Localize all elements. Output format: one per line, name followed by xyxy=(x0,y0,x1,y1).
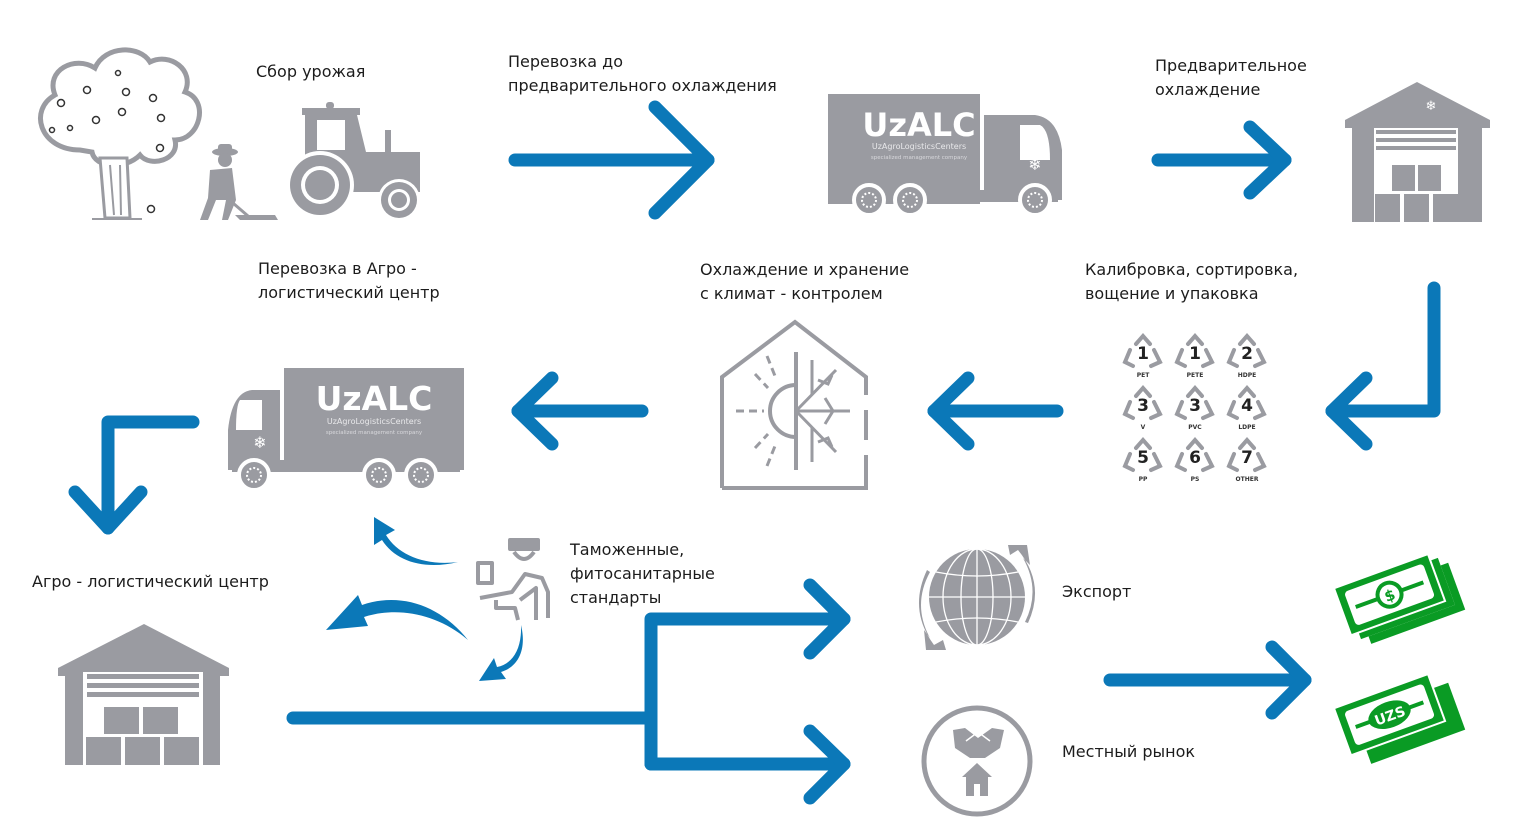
recycling-code: PETE xyxy=(1186,372,1204,379)
label-transport-precool: Перевозка до предварительного охлаждения xyxy=(508,52,777,95)
refrigerated-truck-icon: UzALC UzAgroLogisticsCenters specialized… xyxy=(228,368,464,492)
recycling-code: PS xyxy=(1190,476,1200,483)
label-precool: Предварительное охлаждение xyxy=(1155,56,1307,99)
recycling-number: 3 xyxy=(1189,396,1201,416)
arrow-elbow-down xyxy=(68,415,200,535)
label-customs: Таможенные, фитосанитарные стандарты xyxy=(570,540,715,607)
farmer-icon xyxy=(200,144,278,220)
label-local-market: Местный рынок xyxy=(1062,742,1196,761)
truck-brand: UzALC xyxy=(862,106,975,144)
recycling-number: 7 xyxy=(1241,448,1253,468)
truck-brand: UzALC xyxy=(316,379,433,418)
refrigerated-truck-icon: UzALC UzAgroLogisticsCenters specialized… xyxy=(828,94,1062,217)
fruit-tree-icon xyxy=(38,47,202,220)
arrow-elbow-down-left xyxy=(1325,281,1441,451)
recycling-code: LDPE xyxy=(1238,424,1256,431)
arrow-branch xyxy=(286,578,851,805)
usd-money-icon: $ xyxy=(1332,552,1466,644)
arrow-right-1 xyxy=(508,100,715,220)
recycling-number: 1 xyxy=(1189,344,1201,364)
recycling-code: PET xyxy=(1136,372,1150,379)
curved-arrow-to-alc xyxy=(326,595,468,640)
curved-arrow-to-truck xyxy=(374,517,458,566)
uzs-money-icon: UZS xyxy=(1332,672,1466,764)
recycling-code: HDPE xyxy=(1237,372,1257,379)
recycling-number: 2 xyxy=(1241,344,1253,364)
recycling-number: 6 xyxy=(1189,448,1201,468)
snowflake-icon: ❄ xyxy=(1426,99,1437,114)
climate-control-house-icon xyxy=(720,319,868,490)
snowflake-icon: ❄ xyxy=(253,433,266,452)
recycling-number: 1 xyxy=(1137,344,1149,364)
globe-export-icon xyxy=(918,545,1036,650)
recycling-number: 5 xyxy=(1137,448,1149,468)
recycling-code: OTHER xyxy=(1235,476,1259,483)
customs-officer-icon xyxy=(476,538,550,621)
recycling-number: 4 xyxy=(1241,396,1253,416)
recycling-number: 3 xyxy=(1137,396,1149,416)
label-transport-alc: Перевозка в Агро - логистический центр xyxy=(258,259,440,302)
label-export: Экспорт xyxy=(1062,582,1132,601)
arrow-left-1 xyxy=(927,371,1064,451)
truck-subtitle: UzAgroLogisticsCenters xyxy=(872,142,966,151)
label-harvest: Сбор урожая xyxy=(256,62,366,81)
cold-warehouse-icon: ❄ xyxy=(1345,82,1490,222)
label-cold-storage: Охлаждение и хранение с климат - контрол… xyxy=(700,260,910,303)
truck-tagline: specialized management company xyxy=(871,155,968,161)
recycling-code: V xyxy=(1140,424,1146,431)
snowflake-icon: ❄ xyxy=(1028,155,1041,174)
arrow-right-2 xyxy=(1151,120,1292,200)
arrow-left-2 xyxy=(511,371,649,451)
local-market-icon xyxy=(921,705,1033,817)
truck-subtitle: UzAgroLogisticsCenters xyxy=(327,417,421,426)
tractor-icon xyxy=(286,102,420,221)
label-calibration: Калибровка, сортировка, вощение и упаков… xyxy=(1085,260,1299,303)
recycling-code: PVC xyxy=(1188,424,1202,431)
agro-logistics-warehouse-icon xyxy=(58,624,229,765)
label-alc: Агро - логистический центр xyxy=(32,572,269,591)
curved-arrow-down xyxy=(479,625,523,681)
recycling-code: PP xyxy=(1138,476,1148,483)
arrow-right-3 xyxy=(1103,640,1312,720)
truck-tagline: specialized management company xyxy=(326,430,423,436)
